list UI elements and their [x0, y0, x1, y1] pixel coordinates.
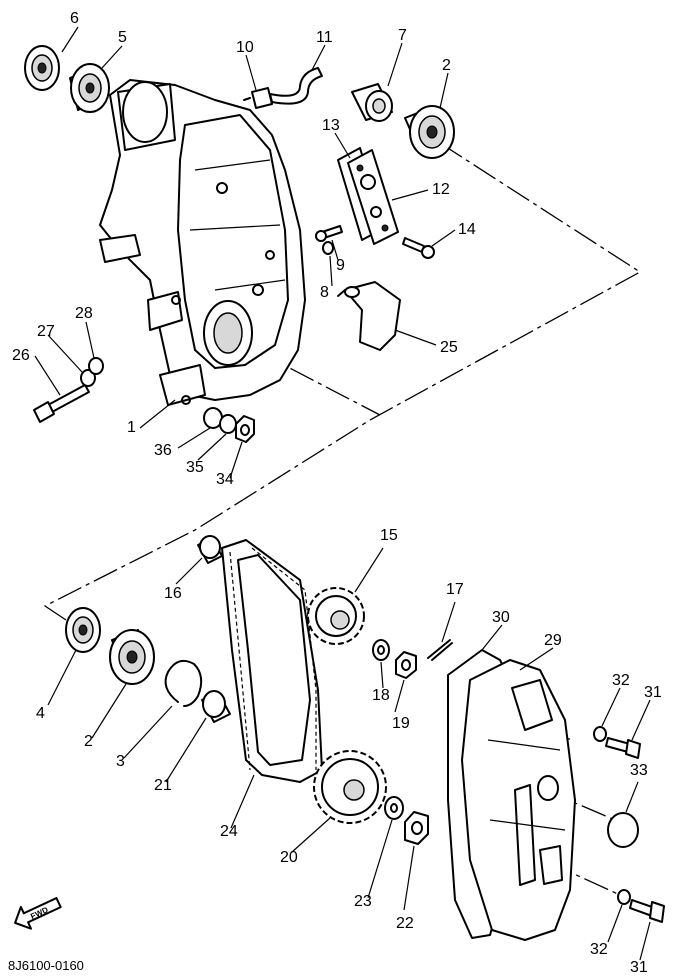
washer-part-32-upper[interactable] [593, 726, 607, 742]
driven-sprocket-part-20[interactable] [313, 750, 387, 824]
tensioner-part-25[interactable] [337, 281, 401, 351]
label-28: 28 [75, 305, 93, 322]
washer-part-8[interactable] [322, 241, 334, 255]
label-36: 36 [154, 442, 172, 459]
label-6: 6 [70, 10, 79, 27]
bolt-part-31-lower[interactable] [629, 899, 665, 923]
collar-part-21[interactable] [201, 690, 231, 723]
spring-washer-part-35[interactable] [219, 414, 237, 434]
label-35: 35 [186, 459, 204, 476]
bolt-part-26[interactable] [33, 384, 90, 423]
label-29: 29 [544, 632, 562, 649]
label-32-upper: 32 [612, 672, 630, 689]
screw-part-14[interactable] [402, 237, 435, 259]
label-10: 10 [236, 39, 254, 56]
label-31-lower: 31 [630, 959, 648, 976]
washer-part-28[interactable] [88, 357, 104, 375]
nut-part-19[interactable] [395, 651, 417, 679]
figure-code: 8J6100-0160 [8, 958, 84, 973]
washer-part-32-lower[interactable] [617, 889, 631, 905]
drive-sprocket-part-15[interactable] [307, 587, 365, 645]
label-33: 33 [630, 762, 648, 779]
washer-part-18[interactable] [372, 639, 390, 661]
spring-washer-part-27[interactable] [80, 369, 96, 387]
nut-part-34[interactable] [235, 415, 255, 443]
label-13: 13 [322, 117, 340, 134]
label-5: 5 [118, 29, 127, 46]
chaincase-cover-part-29[interactable] [461, 659, 576, 941]
forward-arrow-label: FWD [29, 905, 50, 921]
bolt-part-9[interactable] [315, 225, 343, 242]
plug-part-33[interactable] [607, 812, 639, 848]
bearing-part-2-upper[interactable] [404, 105, 455, 159]
label-18: 18 [372, 687, 390, 704]
label-2-lower: 2 [84, 733, 93, 750]
label-9: 9 [336, 257, 345, 274]
label-26: 26 [12, 347, 30, 364]
label-25: 25 [440, 339, 458, 356]
bearing-part-2-lower[interactable] [109, 629, 155, 685]
label-17: 17 [446, 581, 464, 598]
cover-plate-part-12[interactable] [347, 149, 399, 245]
washer-part-23[interactable] [384, 796, 404, 820]
label-30: 30 [492, 609, 510, 626]
label-31-upper: 31 [644, 684, 662, 701]
label-34: 34 [216, 471, 234, 488]
collar-part-7[interactable] [351, 83, 393, 122]
label-20: 20 [280, 849, 298, 866]
nut-part-22[interactable] [404, 811, 429, 845]
label-2-upper: 2 [442, 57, 451, 74]
label-11: 11 [316, 29, 333, 46]
label-21: 21 [154, 777, 172, 794]
label-7: 7 [398, 27, 407, 44]
label-23: 23 [354, 893, 372, 910]
label-19: 19 [392, 715, 410, 732]
forward-arrow-icon: FWD [14, 897, 62, 930]
label-3: 3 [116, 753, 125, 770]
label-12: 12 [432, 181, 450, 198]
cotter-pin-part-17[interactable] [427, 639, 453, 661]
bearing-part-4[interactable] [65, 607, 101, 653]
label-15: 15 [380, 527, 398, 544]
label-16: 16 [164, 585, 182, 602]
label-24: 24 [220, 823, 238, 840]
breather-hose-part-11[interactable] [269, 67, 323, 105]
label-4: 4 [36, 705, 45, 722]
drive-chain-part-24[interactable] [221, 539, 323, 783]
leader-lines [34, 26, 651, 961]
breather-nipple-part-10[interactable] [243, 87, 273, 109]
chaincase-housing-part-1[interactable] [99, 79, 306, 406]
label-22: 22 [396, 915, 414, 932]
bearing-part-5[interactable] [69, 63, 110, 113]
bolt-part-31-upper[interactable] [605, 737, 641, 759]
label-8: 8 [320, 284, 329, 301]
bearing-part-6[interactable] [24, 45, 60, 91]
label-27: 27 [37, 323, 55, 340]
circlip-part-3[interactable] [164, 659, 203, 707]
label-14: 14 [458, 221, 476, 238]
label-32-lower: 32 [590, 941, 608, 958]
label-1: 1 [127, 419, 136, 436]
